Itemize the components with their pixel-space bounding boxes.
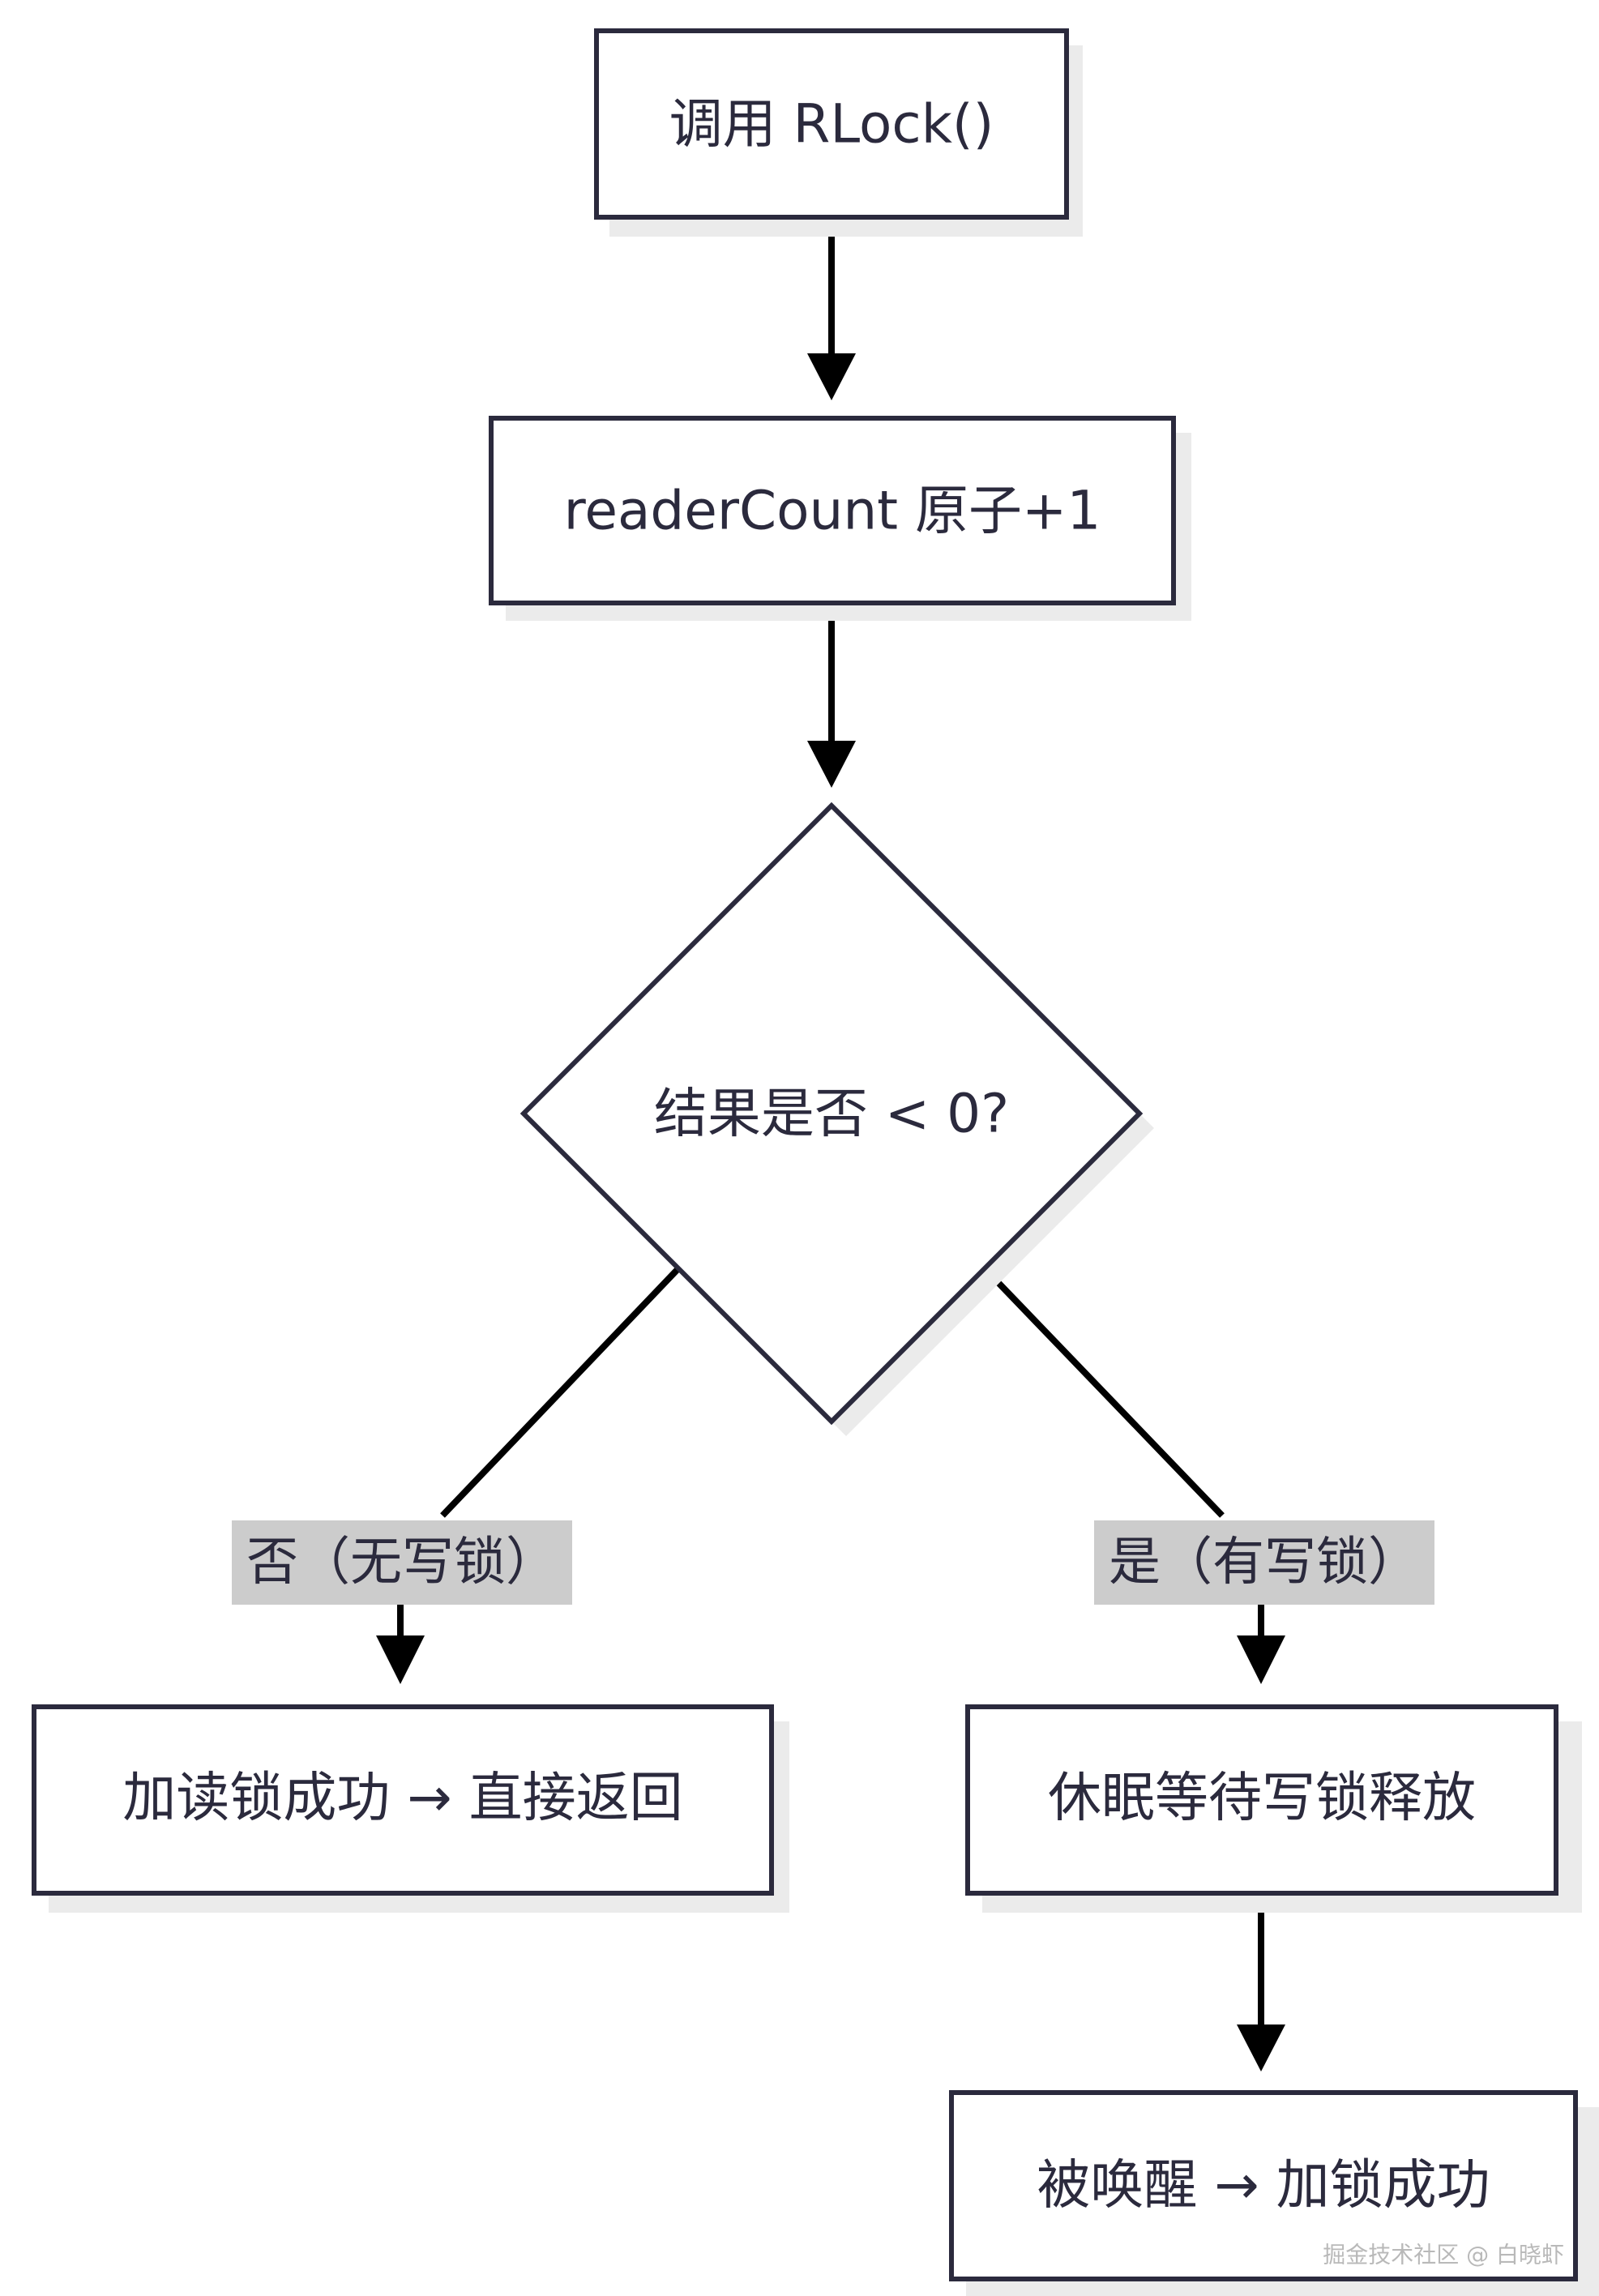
edge-decision-to-no-branch bbox=[440, 1262, 685, 1518]
arrowhead-call-to-count bbox=[807, 353, 856, 400]
node-label: 被唤醒 → 加锁成功 bbox=[1037, 2154, 1490, 2217]
watermark: 掘金技术社区 @ 白晓虾 bbox=[1323, 2242, 1564, 2268]
edge-label-text: 否（无写锁） bbox=[246, 1533, 558, 1593]
edge-label-background bbox=[1094, 1520, 1434, 1605]
node-label: readerCount 原子+1 bbox=[564, 480, 1101, 542]
node-call-rlock: 调用 RLock() bbox=[594, 28, 1083, 237]
edge-label-yes: 是（有写锁） bbox=[1094, 1520, 1434, 1605]
node-label: 加读锁成功 → 直接返回 bbox=[122, 1767, 682, 1829]
node-label: 调用 RLock() bbox=[669, 93, 994, 156]
edge-label-text: 是（有写锁） bbox=[1109, 1533, 1420, 1593]
node-label: 结果是否 < 0? bbox=[654, 1083, 1009, 1145]
node-decision: 结果是否 < 0? bbox=[519, 802, 1154, 1436]
arrowhead-sleep-to-woken bbox=[1237, 2024, 1285, 2072]
node-read-lock-success: 加读锁成功 → 直接返回 bbox=[32, 1704, 789, 1913]
arrowhead-no-branch bbox=[376, 1635, 425, 1684]
node-diamond bbox=[519, 802, 1144, 1426]
node-label: 休眠等待写锁释放 bbox=[1048, 1767, 1476, 1829]
node-box bbox=[32, 1704, 774, 1896]
arrowhead-yes-branch bbox=[1237, 1635, 1285, 1684]
node-box bbox=[965, 1704, 1558, 1896]
edge-label-background bbox=[232, 1520, 572, 1605]
node-sleep-wait: 休眠等待写锁释放 bbox=[965, 1704, 1582, 1913]
arrowhead-count-to-decision bbox=[807, 741, 856, 788]
node-woken-up: 被唤醒 → 加锁成功 bbox=[949, 2090, 1599, 2296]
node-box bbox=[949, 2090, 1578, 2281]
edge-label-no: 否（无写锁） bbox=[232, 1520, 572, 1605]
node-box bbox=[594, 28, 1069, 220]
node-reader-count: readerCount 原子+1 bbox=[489, 416, 1191, 621]
node-box bbox=[489, 416, 1176, 605]
edge-decision-to-yes-branch bbox=[978, 1262, 1225, 1518]
